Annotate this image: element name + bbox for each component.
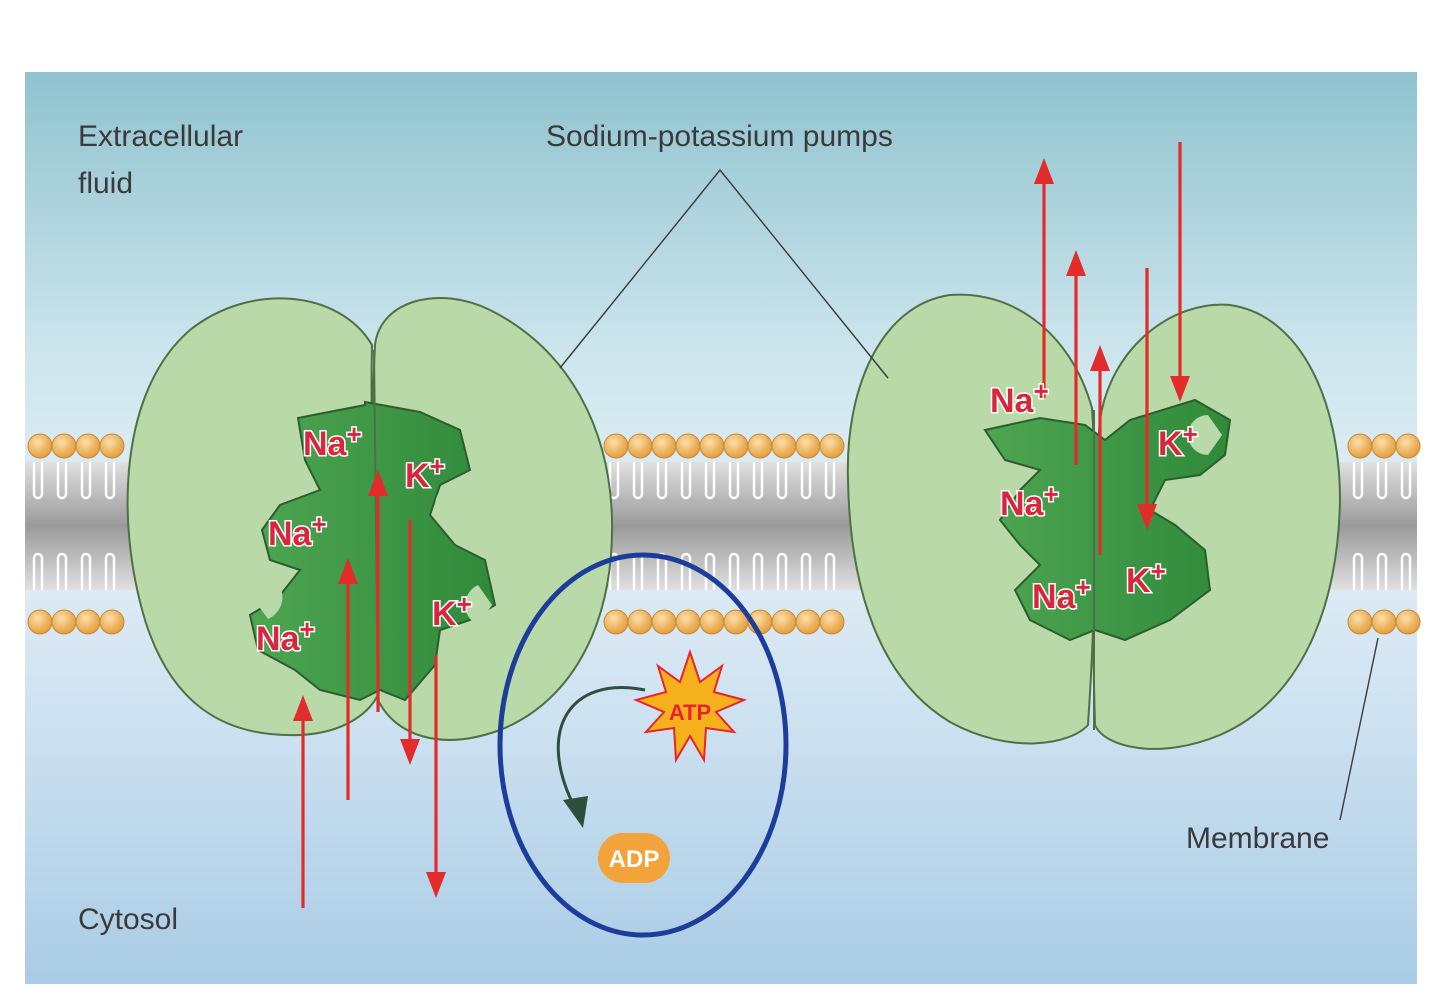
lipid-head (651, 433, 677, 459)
potassium-ion-label: K+ (432, 589, 472, 633)
lipid-head (747, 433, 773, 459)
ion-flow-arrow (1034, 158, 1054, 398)
lipid-head (795, 609, 821, 635)
membrane-label: Membrane (1186, 822, 1329, 855)
lipid-head (627, 433, 653, 459)
ion-flow-arrow (1137, 268, 1157, 530)
atp-star-icon (632, 648, 748, 764)
potassium-ion-label: K+ (405, 451, 445, 495)
lipid-tail (32, 462, 44, 590)
lipid-head (651, 609, 677, 635)
lipid-head (795, 433, 821, 459)
pump-left-binding-pocket (248, 400, 497, 702)
ion-flow-arrow (293, 695, 313, 908)
lipid-tail (80, 462, 92, 590)
lipid-head (1395, 609, 1421, 635)
pump-right-binding-pocket (983, 398, 1232, 642)
lipid-head (1395, 433, 1421, 459)
lipid-tail (728, 462, 740, 590)
lipid-head (75, 609, 101, 635)
lipid-heads-inner (27, 609, 1421, 635)
sodium-ion-label: Na+ (1000, 479, 1059, 523)
lipid-head (699, 433, 725, 459)
lipid-tail (776, 462, 788, 590)
pump-left (126, 296, 614, 741)
ion-flow-arrow (1170, 142, 1190, 402)
lipid-head (1371, 433, 1397, 459)
sodium-ion-label: Na+ (990, 376, 1049, 420)
lipid-head (603, 609, 629, 635)
sodium-potassium-pumps-label: Sodium-potassium pumps (546, 120, 893, 153)
sodium-ion-label: Na+ (256, 614, 315, 658)
ion-labels: Na+ Na+ Na+ K+ K+ Na+ Na+ Na+ K+ K+ (255, 375, 1200, 660)
pump-right-subunit-a (846, 293, 1097, 745)
ion-flow-arrow (426, 655, 446, 898)
lipid-head (99, 433, 125, 459)
sodium-ion-label: Na+ (303, 419, 362, 463)
adp-blob (598, 833, 670, 883)
lipid-head (1371, 609, 1397, 635)
ion-flow-arrows (293, 142, 1190, 908)
lipid-tail (104, 462, 116, 590)
lipid-head (675, 609, 701, 635)
lipid-head (627, 609, 653, 635)
lipid-head (819, 609, 845, 635)
ion-flow-arrow (1090, 345, 1110, 555)
adp-label: ADP (609, 846, 660, 873)
ion-flow-arrow (400, 520, 420, 765)
lipid-head (771, 609, 797, 635)
lipid-tail (800, 462, 812, 590)
lipid-heads-outer (27, 433, 1421, 459)
lipid-tail (824, 462, 836, 590)
lipid-tail (56, 462, 68, 590)
lipid-tail (1376, 462, 1388, 590)
cytosol-label: Cytosol (78, 903, 178, 936)
atp-highlight-circle (497, 552, 789, 938)
lipid-tail (1400, 462, 1412, 590)
lipid-head (75, 433, 101, 459)
lipid-head (1347, 609, 1373, 635)
ion-flow-arrow (368, 470, 388, 712)
lipid-head (51, 609, 77, 635)
lipid-tail (752, 462, 764, 590)
potassium-ion-label: K+ (1158, 419, 1198, 463)
extracellular-label-line2: fluid (78, 167, 133, 200)
potassium-ion-label: K+ (1126, 556, 1166, 600)
lipid-head (819, 433, 845, 459)
lipid-head (603, 433, 629, 459)
pump-right (846, 293, 1342, 750)
lipid-head (1347, 433, 1373, 459)
atp-hydrolysis-group: ATP ADP (497, 552, 789, 938)
ion-flow-arrow (1066, 250, 1086, 465)
lipid-head (723, 433, 749, 459)
lipid-head (99, 609, 125, 635)
sodium-ion-label: Na+ (268, 509, 327, 553)
lipid-head (771, 433, 797, 459)
lipid-head (27, 609, 53, 635)
lipid-head (675, 433, 701, 459)
extracellular-label: Extracellular (78, 120, 243, 153)
lipid-head (27, 433, 53, 459)
lipid-head (51, 433, 77, 459)
atp-to-adp-arrow (556, 686, 646, 809)
lipid-head (699, 609, 725, 635)
atp-label: ATP (669, 700, 711, 725)
lipid-tail (704, 462, 716, 590)
leader-lines (559, 168, 1379, 821)
ion-flow-arrow (338, 558, 358, 800)
lipid-tail (1352, 462, 1364, 590)
sodium-ion-label: Na+ (1032, 572, 1091, 616)
lipid-tail (680, 462, 692, 590)
